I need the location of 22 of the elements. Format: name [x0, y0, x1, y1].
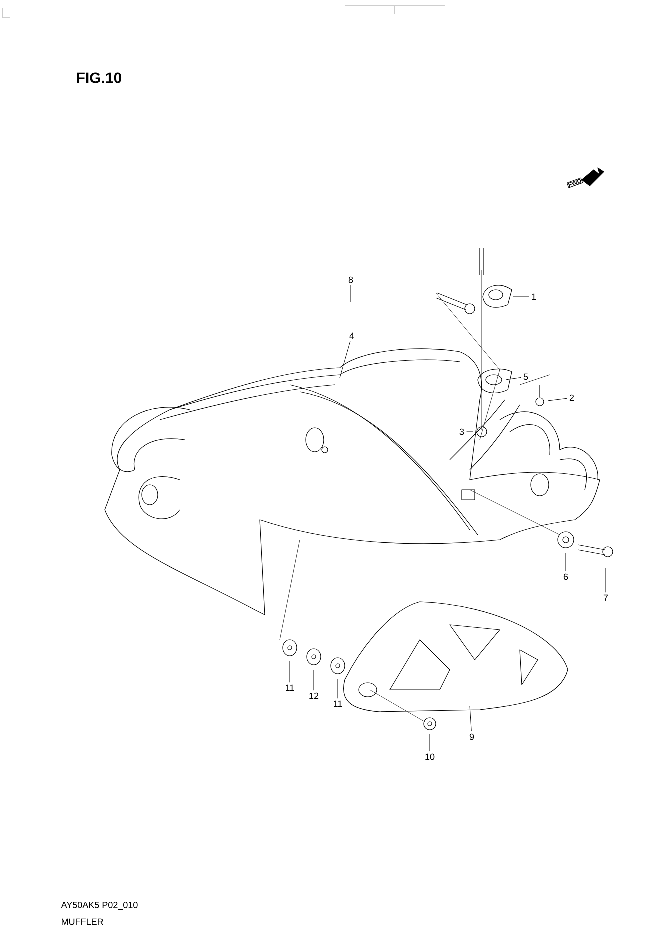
callout-number: 5 [524, 374, 528, 380]
callout-number: 11 [334, 700, 342, 708]
callout-number: 11 [286, 684, 294, 692]
leader-line [506, 377, 522, 380]
leader-line [470, 706, 472, 732]
leader-line [340, 341, 351, 378]
callout-number: 8 [348, 276, 354, 284]
callout-number: 3 [460, 428, 464, 436]
callout-number: 6 [564, 574, 568, 580]
callout-number: 12 [310, 692, 319, 700]
figure-title: FIG.10 [77, 72, 122, 84]
leader-line [512, 296, 530, 298]
callout-number: 7 [604, 594, 608, 602]
drawing-name: MUFFLER [62, 918, 104, 926]
callout-number: 1 [532, 294, 536, 300]
callout-number: 4 [350, 332, 354, 340]
leader-line [548, 398, 568, 402]
leader-line [350, 285, 352, 302]
callout-number: 10 [426, 754, 435, 760]
callout-number: 9 [470, 734, 474, 740]
callout-number: 2 [570, 394, 574, 402]
drawing-code: AY50AK5 P02_010 [61, 902, 138, 910]
